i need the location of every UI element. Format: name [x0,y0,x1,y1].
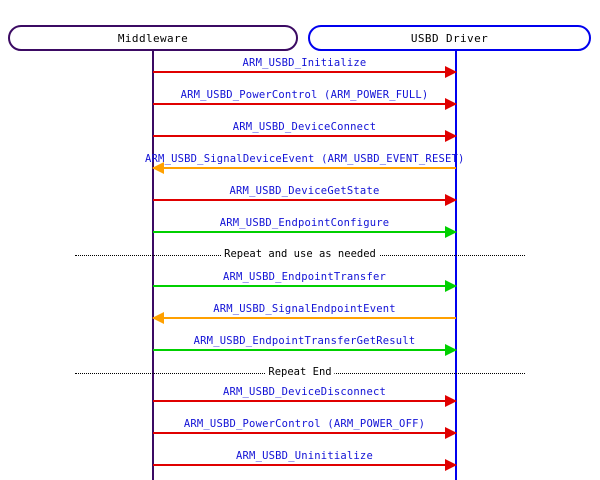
message-label: ARM_USBD_EndpointTransferGetResult [193,335,416,347]
message-label: ARM_USBD_DeviceConnect [232,121,377,133]
message-arm-usbd-powercontrol-off[interactable]: ARM_USBD_PowerControl (ARM_POWER_OFF) [153,418,457,439]
lifeline-middleware [152,51,154,480]
message-arm-usbd-initialize[interactable]: ARM_USBD_Initialize [153,57,457,78]
arrow-head-right-icon [445,66,457,78]
message-label: ARM_USBD_EndpointConfigure [219,217,390,229]
message-label: ARM_USBD_Initialize [242,57,367,69]
message-arm-usbd-endpointconfigure[interactable]: ARM_USBD_EndpointConfigure [153,217,457,238]
message-arm-usbd-endpointtransfergetresult[interactable]: ARM_USBD_EndpointTransferGetResult [153,335,457,356]
participant-middleware[interactable]: Middleware [8,25,298,51]
message-label: ARM_USBD_Uninitialize [236,450,373,462]
message-line [153,400,456,402]
arrow-head-right-icon [445,427,457,439]
arrow-head-right-icon [445,280,457,292]
message-arm-usbd-signaldeviceevent[interactable]: ARM_USBD_SignalDeviceEvent (ARM_USBD_EVE… [145,153,464,174]
message-arm-usbd-endpointtransfer[interactable]: ARM_USBD_EndpointTransfer [153,271,457,292]
arrow-head-right-icon [445,395,457,407]
message-line [153,231,456,233]
message-line [153,103,456,105]
arrow-head-right-icon [445,98,457,110]
message-line [153,199,456,201]
participant-middleware-label: Middleware [117,31,189,45]
message-line [153,464,456,466]
lifeline-usbd [455,51,457,480]
message-arm-usbd-deviceconnect[interactable]: ARM_USBD_DeviceConnect [153,121,457,142]
message-arm-usbd-devicegetstate[interactable]: ARM_USBD_DeviceGetState [153,185,457,206]
message-label: ARM_USBD_SignalEndpointEvent [213,303,396,315]
message-label: ARM_USBD_DeviceGetState [229,185,380,197]
participant-usbd[interactable]: USBD Driver [308,25,591,51]
arrow-head-right-icon [445,459,457,471]
participant-usbd-label: USBD Driver [410,31,489,45]
separator-label: Repeat End [265,366,335,378]
message-label: ARM_USBD_PowerControl (ARM_POWER_OFF) [183,418,426,430]
separator-label: Repeat and use as needed [221,248,379,260]
message-line [153,71,456,73]
arrow-head-right-icon [445,130,457,142]
message-label: ARM_USBD_DeviceDisconnect [222,386,387,398]
message-line [153,285,456,287]
separator-repeat-begin: Repeat and use as needed [75,248,525,263]
message-label: ARM_USBD_SignalDeviceEvent (ARM_USBD_EVE… [145,153,465,165]
arrow-head-right-icon [445,344,457,356]
message-line [153,167,456,169]
message-arm-usbd-signalendpointevent[interactable]: ARM_USBD_SignalEndpointEvent [152,303,456,324]
arrow-head-left-icon [152,162,164,174]
message-arm-usbd-uninitialize[interactable]: ARM_USBD_Uninitialize [153,450,457,471]
message-line [153,349,456,351]
arrow-head-right-icon [445,194,457,206]
arrow-head-left-icon [152,312,164,324]
arrow-head-right-icon [445,226,457,238]
message-line [153,317,456,319]
message-line [153,135,456,137]
message-label: ARM_USBD_EndpointTransfer [222,271,387,283]
message-arm-usbd-devicedisconnect[interactable]: ARM_USBD_DeviceDisconnect [153,386,457,407]
message-arm-usbd-powercontrol-full[interactable]: ARM_USBD_PowerControl (ARM_POWER_FULL) [153,89,457,110]
separator-repeat-end: Repeat End [75,366,525,381]
message-line [153,432,456,434]
message-label: ARM_USBD_PowerControl (ARM_POWER_FULL) [180,89,429,101]
